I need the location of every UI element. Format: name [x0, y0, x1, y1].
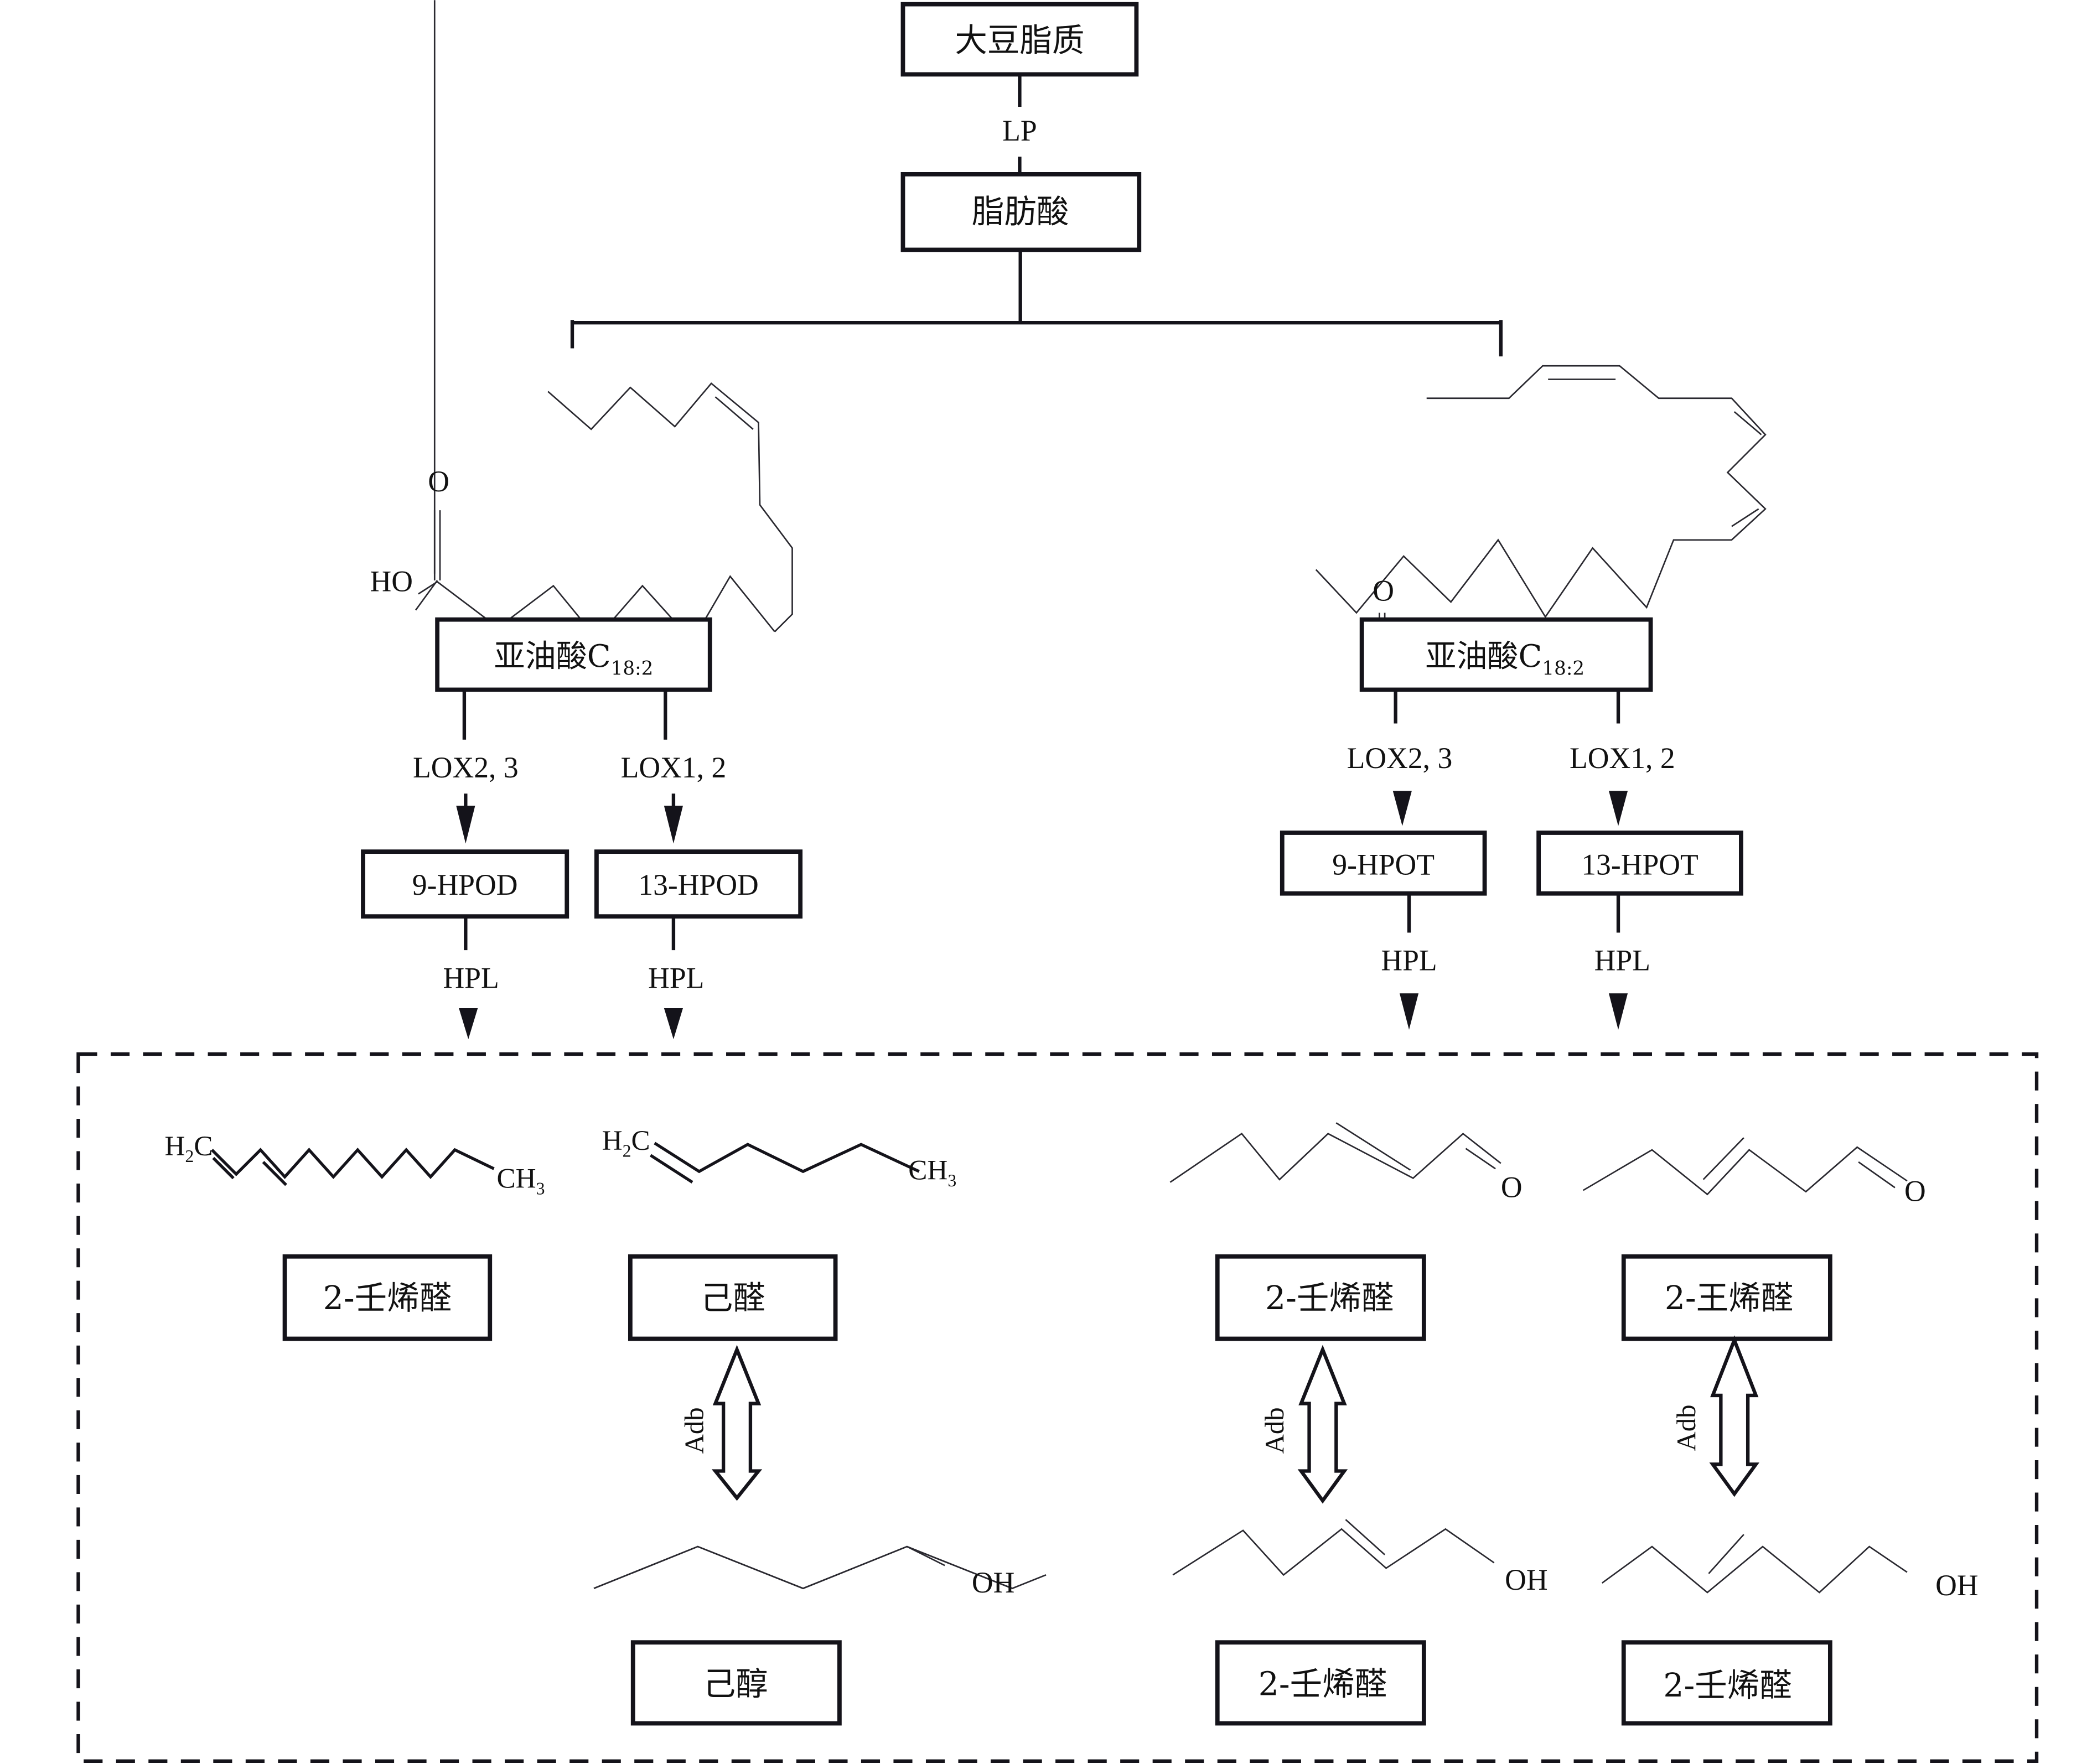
enzyme-lox12-right: LOX1, 2	[1570, 741, 1675, 775]
arrow-down-icon	[664, 806, 683, 844]
enzyme-lox23-left: LOX2, 3	[413, 751, 519, 784]
atom-o-left: O	[428, 465, 449, 498]
path-9-hpot: LOX2, 3 9-HPOT HPL	[1280, 689, 1487, 1030]
double-arrow-icon	[711, 1345, 763, 1501]
product-1: H2C CH3 2-壬烯醛	[165, 1130, 545, 1341]
products-dashed-region	[76, 1052, 2039, 1763]
svg-text:亚油酸C18:2: 亚油酸C18:2	[1425, 639, 1584, 680]
product-4: O 2-王烯醛 Adb OH 2-壬烯醛	[1582, 1137, 1979, 1726]
atom-ch3-2: CH	[908, 1155, 947, 1186]
arrow-down-icon	[1399, 993, 1419, 1030]
fatty-acid-node: 脂肪酸	[900, 172, 1142, 252]
intermediate-13-hpot: 13-HPOT	[1581, 848, 1699, 881]
right-substrate-subscript: 18:2	[1542, 658, 1584, 680]
root-label: 大豆脂质	[955, 22, 1084, 59]
atom-h2c-1-sub: 2	[185, 1146, 194, 1166]
atom-h2c-2-c: C	[631, 1125, 650, 1156]
path-9-hpod: LOX2, 3 9-HPOD HPL	[361, 689, 569, 1040]
intermediate-9-hpot: 9-HPOT	[1332, 848, 1435, 881]
product-3-alcohol: 2-壬烯醛	[1259, 1665, 1387, 1703]
product-3-aldehyde: 2-壬烯醛	[1265, 1279, 1394, 1317]
arrow-down-icon	[664, 1008, 683, 1040]
atom-o-4: O	[1904, 1175, 1926, 1208]
atom-h2c-2-sub: 2	[623, 1141, 631, 1160]
atom-ch3-2-sub: 3	[947, 1171, 956, 1190]
product-2-aldehyde: 己醛	[701, 1279, 765, 1317]
right-substrate-node: 亚油酸C18:2	[1359, 617, 1653, 692]
product-4-aldehyde: 2-王烯醛	[1665, 1279, 1794, 1317]
atom-oh-3: OH	[1505, 1563, 1547, 1596]
atom-oh-2: OH	[972, 1566, 1014, 1599]
left-substrate-node: 亚油酸C18:2	[435, 617, 712, 692]
enzyme-hpl-3: HPL	[1381, 944, 1437, 977]
enzyme-lox23-right: LOX2, 3	[1347, 741, 1453, 775]
atom-ch3-1-sub: 3	[536, 1179, 545, 1199]
intermediate-13-hpod: 13-HPOD	[638, 868, 759, 901]
enzyme-adb-3: Adb	[1671, 1404, 1701, 1451]
enzyme-hpl-2: HPL	[648, 961, 704, 994]
product-2: H2C CH3 己醛 Adb OH 己醇	[593, 1125, 1047, 1726]
enzyme-lp-label: LP	[1002, 114, 1037, 147]
left-substrate-label: 亚油酸C	[494, 639, 611, 675]
double-arrow-icon	[1709, 1335, 1759, 1497]
enzyme-hpl-4: HPL	[1594, 944, 1650, 977]
arrow-down-icon	[1608, 791, 1628, 826]
left-substrate-structure: O HO	[370, 0, 793, 642]
svg-text:亚油酸C18:2: 亚油酸C18:2	[494, 639, 654, 680]
atom-oh-4: OH	[1935, 1569, 1978, 1602]
atom-o-right: O	[1373, 574, 1394, 608]
root-node: 大豆脂质	[900, 2, 1139, 77]
arrow-down-icon	[1608, 993, 1628, 1030]
split-connector	[570, 250, 1503, 357]
svg-text:H2C: H2C	[165, 1130, 213, 1166]
right-substrate-structure: O	[1315, 365, 1767, 686]
svg-text:CH3: CH3	[496, 1163, 545, 1198]
atom-ch3-1: CH	[496, 1163, 536, 1194]
enzyme-lox12-left: LOX1, 2	[621, 751, 727, 784]
right-substrate-label: 亚油酸C	[1425, 639, 1542, 675]
path-13-hpod: LOX1, 2 13-HPOD HPL	[594, 689, 803, 1040]
product-2-alcohol: 己醇	[703, 1665, 768, 1703]
svg-text:CH3: CH3	[908, 1155, 956, 1190]
arrow-down-icon	[456, 806, 475, 844]
intermediate-9-hpod: 9-HPOD	[412, 868, 518, 901]
arrow-down-icon	[459, 1008, 478, 1040]
product-1-aldehyde: 2-壬烯醛	[323, 1279, 452, 1317]
path-13-hpot: LOX1, 2 13-HPOT HPL	[1536, 689, 1743, 1030]
svg-text:H2C: H2C	[602, 1125, 650, 1160]
atom-h2c-2-h: H	[602, 1125, 623, 1156]
fatty-acid-label: 脂肪酸	[972, 193, 1069, 231]
enzyme-adb-2: Adb	[1260, 1407, 1290, 1454]
atom-ho-left: HO	[370, 564, 412, 598]
enzyme-adb-1: Adb	[680, 1407, 710, 1454]
left-substrate-subscript: 18:2	[611, 658, 654, 680]
arrow-down-icon	[1392, 791, 1412, 826]
product-3: O 2-壬烯醛 Adb OH 2-壬烯醛	[1169, 1122, 1548, 1726]
atom-h2c-1-h: H	[165, 1130, 185, 1162]
atom-o-3: O	[1501, 1170, 1523, 1203]
enzyme-hpl-1: HPL	[443, 961, 499, 994]
double-arrow-icon	[1297, 1345, 1348, 1504]
atom-h2c-1-c: C	[194, 1130, 213, 1162]
product-4-alcohol: 2-壬烯醛	[1663, 1667, 1792, 1704]
